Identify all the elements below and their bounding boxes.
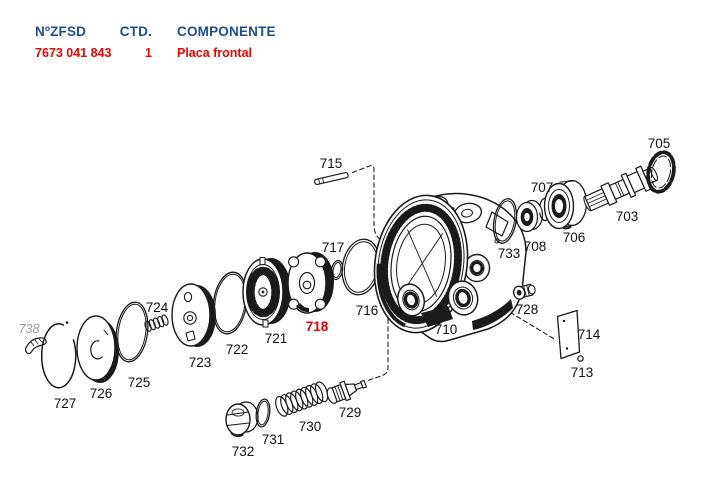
part-738-clip (24, 337, 47, 355)
label-710: 710 (435, 322, 458, 337)
part-718-front-plate[interactable] (287, 252, 334, 314)
col-header-part-no: NºZFSD (35, 24, 87, 39)
part-731-o-ring (255, 398, 271, 428)
label-730: 730 (299, 419, 322, 434)
label-733: 733 (498, 246, 521, 261)
label-726: 726 (90, 386, 113, 401)
label-703: 703 (616, 209, 639, 224)
part-725-o-ring (115, 301, 149, 363)
part-710-housing (373, 192, 527, 343)
part-726-cover-disc (76, 315, 119, 383)
part-728-plug (512, 283, 536, 300)
part-705-retaining-ring (646, 150, 676, 194)
part-labels: 715 717 716 710 733 708 707 706 703 705 … (19, 136, 671, 459)
part-723-pressure-plate (171, 283, 216, 347)
row-qty: 1 (145, 46, 152, 60)
part-732-hex-plug (225, 401, 259, 437)
part-708-bearing (515, 199, 544, 233)
label-718-highlighted[interactable]: 718 (306, 319, 329, 334)
row-part-no: 7673 041 843 (35, 46, 112, 60)
part-703-shaft (583, 165, 659, 212)
row-component: Placa frontal (177, 46, 253, 60)
col-header-qty: CTD. (119, 24, 152, 39)
label-705: 705 (648, 136, 671, 151)
label-708: 708 (524, 239, 547, 254)
label-738-ghost: 738 (19, 322, 40, 336)
part-729-valve-fitting (326, 379, 367, 404)
label-723: 723 (189, 355, 212, 370)
label-707: 707 (531, 180, 554, 195)
part-713-ball (577, 355, 584, 362)
part-730-spring (275, 381, 329, 417)
label-727: 727 (54, 396, 77, 411)
col-header-component: COMPONENTE (177, 24, 276, 39)
label-714: 714 (578, 327, 601, 342)
label-728: 728 (516, 302, 539, 317)
part-727-snap-ring (40, 321, 77, 389)
label-731: 731 (262, 432, 285, 447)
label-722: 722 (226, 342, 249, 357)
label-724: 724 (146, 300, 169, 315)
label-717: 717 (322, 240, 345, 255)
label-706: 706 (563, 230, 586, 245)
label-715: 715 (320, 156, 343, 171)
part-733-o-ring (492, 198, 518, 244)
part-706-bearing (543, 179, 588, 230)
label-716: 716 (356, 303, 379, 318)
label-732: 732 (232, 444, 255, 459)
part-714-plate (556, 309, 581, 360)
label-713: 713 (571, 365, 594, 380)
part-721-rotor (242, 257, 291, 328)
part-724-spring (144, 314, 169, 332)
label-725: 725 (128, 375, 151, 390)
label-729: 729 (339, 405, 362, 420)
label-721: 721 (265, 331, 288, 346)
part-715-pin (314, 171, 349, 186)
